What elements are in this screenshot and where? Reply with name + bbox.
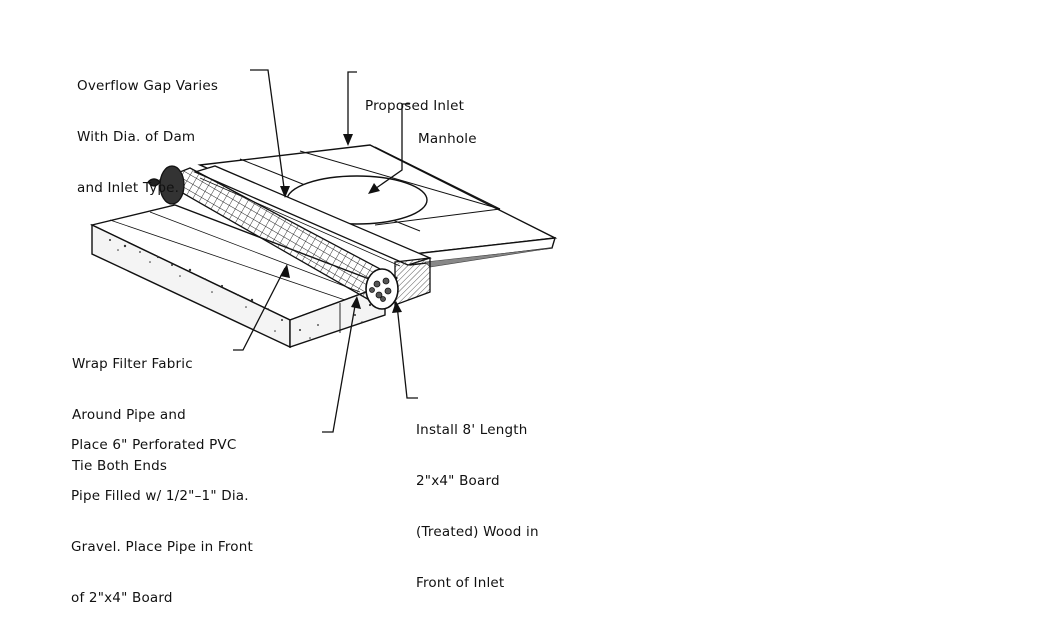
- place-pipe-line-1: Place 6" Perforated PVC: [71, 437, 237, 453]
- wrap-filter-line-2: Around Pipe and: [72, 407, 186, 423]
- install-board-line-3: (Treated) Wood in: [416, 524, 539, 540]
- two-by-four-board: [193, 165, 432, 306]
- overflow-gap-label: Overflow Gap Varies With Dia. of Dam and…: [77, 44, 218, 214]
- proposed-inlet-line-1: Proposed Inlet: [365, 98, 465, 114]
- install-board-line-4: Front of Inlet: [416, 575, 505, 591]
- install-board-line-2: 2"x4" Board: [416, 473, 500, 489]
- perforated-pvc-pipe: [147, 165, 399, 310]
- place-pipe-line-2: Pipe Filled w/ 1/2"–1" Dia.: [71, 488, 249, 504]
- place-pipe-label: Place 6" Perforated PVC Pipe Filled w/ 1…: [71, 403, 253, 624]
- concrete-base: [89, 204, 387, 349]
- wrap-filter-label: Wrap Filter Fabric Around Pipe and Tie B…: [72, 322, 193, 492]
- place-pipe-line-3: Gravel. Place Pipe in Front: [71, 539, 254, 555]
- install-board-label: Install 8' Length 2"x4" Board (Treated) …: [416, 388, 539, 609]
- overflow-gap-line-2: With Dia. of Dam: [77, 129, 196, 145]
- inlet-protection-diagram: [89, 69, 558, 433]
- wrap-filter-line-3: Tie Both Ends: [72, 458, 168, 474]
- wrap-filter-line-1: Wrap Filter Fabric: [72, 356, 193, 372]
- overflow-gap-line-3: and Inlet Type.: [77, 180, 180, 196]
- proposed-inlet-label: Proposed Inlet: [365, 64, 464, 132]
- leader-lines: [233, 69, 418, 433]
- manhole-label: Manhole: [418, 97, 477, 165]
- manhole-line-1: Manhole: [418, 131, 477, 147]
- overflow-gap-line-1: Overflow Gap Varies: [77, 78, 219, 94]
- place-pipe-line-4: of 2"x4" Board: [71, 590, 173, 606]
- leader-arrows: [280, 134, 402, 313]
- install-board-line-1: Install 8' Length: [416, 422, 528, 438]
